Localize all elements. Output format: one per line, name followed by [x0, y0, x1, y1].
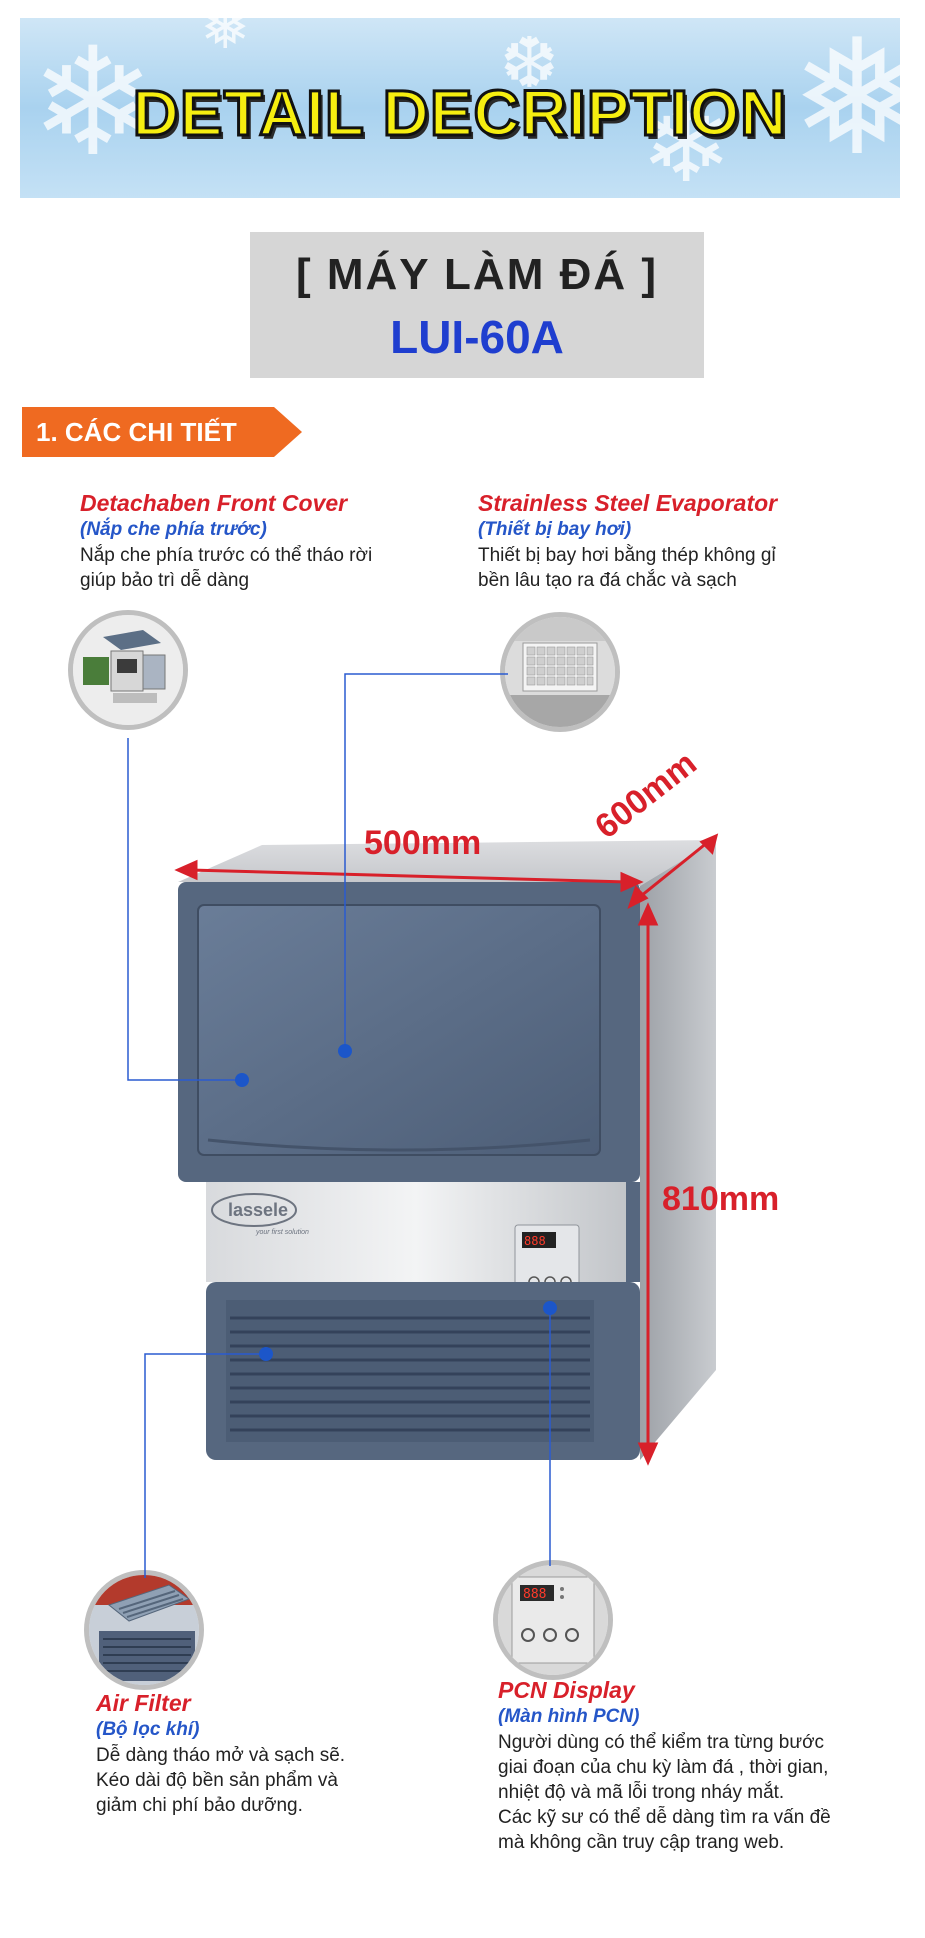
header-banner: ❄ ❅ ❆ ❄ ❅ DETAIL DECRIPTION: [20, 18, 900, 198]
feature-subtitle: (Màn hình PCN): [498, 1706, 640, 1727]
feature-title: PCN Display: [498, 1677, 635, 1703]
brand-logo: [211, 1193, 297, 1227]
depth-arrow: [627, 833, 719, 909]
product-name: [ MÁY LÀM ĐÁ ]: [295, 250, 659, 299]
evaporator-thumbnail: [500, 612, 620, 732]
air-filter-thumbnail: [84, 1570, 204, 1690]
feature-description: Thiết bị bay hơi bằng thép không gỉ bền …: [478, 545, 776, 591]
pcn-display-thumbnail: 888: [493, 1560, 613, 1680]
feature-title: Strainless Steel Evaporator: [478, 490, 778, 516]
front-cover-thumbnail: [68, 610, 188, 730]
front-cover: [197, 904, 601, 1156]
feature-description: Người dùng có thể kiểm tra từng bước gia…: [498, 1732, 831, 1853]
height-dimension: 810mm: [662, 1180, 780, 1218]
product-name-box: [ MÁY LÀM ĐÁ ] LUI-60A: [250, 232, 704, 378]
feature-subtitle: (Nắp che phía trước): [80, 519, 267, 540]
svg-text:888: 888: [523, 1587, 546, 1602]
feature-subtitle: (Thiết bị bay hơi): [478, 519, 632, 540]
pcn-display-illustration: 888: [498, 1565, 608, 1675]
snowflake-icon: ❄: [640, 79, 733, 198]
feature-pcn-display: PCN Display (Màn hình PCN) Người dùng có…: [498, 1677, 831, 1855]
product-model: LUI-60A: [390, 311, 564, 363]
snowflake-icon: ❅: [790, 18, 900, 191]
snowflake-icon: ❆: [500, 22, 559, 104]
feature-description: Nắp che phía trước có thể tháo rời giúp …: [80, 545, 373, 591]
height-arrow: [637, 902, 659, 1466]
air-filter-grille: [226, 1300, 594, 1442]
grille-slats: [230, 1316, 590, 1432]
machine-side: [640, 840, 716, 1460]
callout-lines: [127, 673, 551, 1578]
front-cover-illustration: [73, 615, 183, 725]
width-arrow: [174, 859, 644, 893]
width-dimension: 500mm: [364, 824, 482, 862]
feature-description: Dễ dàng tháo mở và sạch sẽ. Kéo dài độ b…: [96, 1745, 346, 1816]
callout-dots: [235, 1044, 557, 1361]
brand-slogan: your first solution: [255, 1229, 309, 1236]
snowflake-icon: ❄: [30, 18, 156, 190]
feature-subtitle: (Bộ lọc khí): [96, 1719, 200, 1740]
display-digits: 888: [524, 1234, 546, 1248]
digital-display: [522, 1232, 556, 1248]
feature-title: Detachaben Front Cover: [80, 490, 348, 516]
brand-logo-text: lassele: [228, 1200, 288, 1220]
section-label: 1. CÁC CHI TIẾT: [22, 407, 302, 457]
feature-air-filter: Air Filter (Bộ lọc khí) Dễ dàng tháo mở …: [96, 1690, 345, 1818]
evaporator-illustration: [505, 617, 615, 727]
snowflake-icon: ❅: [200, 18, 251, 63]
banner-title: DETAIL DECRIPTION: [131, 76, 788, 151]
feature-evaporator: Strainless Steel Evaporator (Thiết bị ba…: [478, 490, 777, 593]
feature-title: Air Filter: [96, 1690, 191, 1716]
feature-front-cover: Detachaben Front Cover (Nắp che phía trư…: [80, 490, 372, 593]
